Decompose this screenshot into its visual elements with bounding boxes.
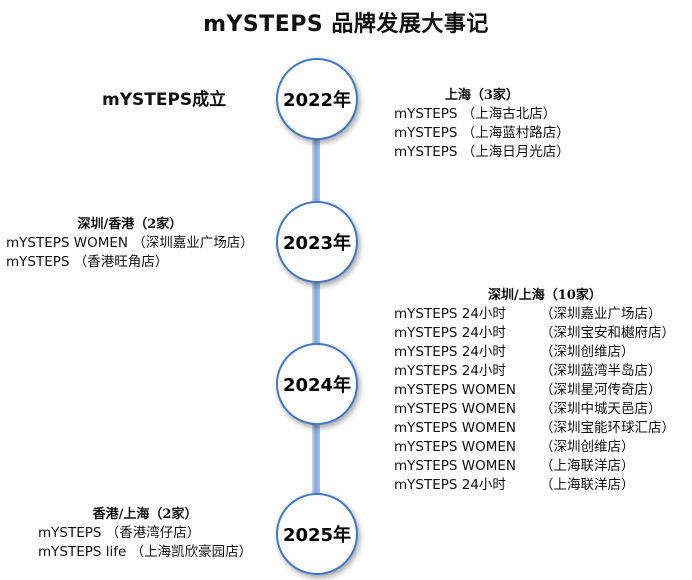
milestone-2023-stores: 深圳/香港（2家） mYSTEPS WOMEN （深圳嘉业广场店） mYSTEP… [6, 215, 254, 272]
store-location: （上海联洋店） [540, 477, 635, 493]
store-item: mYSTEPS WOMEN （深圳创维店） [394, 438, 675, 457]
store-location: （深圳创维店） [540, 439, 635, 455]
milestone-2022-stores: 上海（3家） mYSTEPS （上海古北店） mYSTEPS （上海蓝村路店） … [394, 86, 570, 162]
store-item: mYSTEPS 24小时 （深圳嘉业广场店） [394, 305, 675, 324]
store-item: mYSTEPS 24小时 （深圳创维店） [394, 343, 675, 362]
store-item: mYSTEPS WOMEN （深圳中城天邑店） [394, 400, 675, 419]
store-location: （深圳宝能环球汇店） [540, 420, 675, 436]
store-item: mYSTEPS 24小时 （上海联洋店） [394, 476, 675, 495]
store-brand: mYSTEPS 24小时 [394, 325, 506, 341]
store-item: mYSTEPS WOMEN （上海联洋店） [394, 457, 675, 476]
store-item: mYSTEPS 24小时 （深圳宝安和樾府店） [394, 324, 675, 343]
store-brand: mYSTEPS WOMEN [394, 439, 516, 455]
year-node-2024: 2024年 [276, 343, 358, 425]
store-item: mYSTEPS （香港旺角店） [6, 254, 169, 270]
store-brand: mYSTEPS 24小时 [394, 363, 506, 379]
chart-title: mYSTEPS 品牌发展大事记 [203, 12, 489, 37]
store-item: mYSTEPS WOMEN （深圳嘉业广场店） [6, 235, 254, 251]
store-brand: mYSTEPS WOMEN [394, 382, 516, 398]
store-item: mYSTEPS （香港湾仔店） [38, 525, 201, 541]
timeline-axis [312, 90, 320, 550]
store-item: mYSTEPS （上海蓝村路店） [394, 125, 570, 141]
milestone-2024-stores: 深圳/上海（10家） mYSTEPS 24小时 （深圳嘉业广场店） mYSTEPS… [394, 286, 675, 495]
store-location: （深圳星河传奇店） [540, 382, 662, 398]
store-brand: mYSTEPS 24小时 [394, 477, 506, 493]
store-brand: mYSTEPS WOMEN [394, 420, 516, 436]
store-item: mYSTEPS WOMEN （深圳星河传奇店） [394, 381, 675, 400]
store-brand: mYSTEPS WOMEN [394, 401, 516, 417]
year-node-2023: 2023年 [276, 201, 358, 283]
founded-note: mYSTEPS成立 [102, 90, 227, 110]
store-location: （上海联洋店） [540, 458, 635, 474]
store-brand: mYSTEPS 24小时 [394, 306, 506, 322]
store-location: （深圳中城天邑店） [540, 401, 662, 417]
store-location: （深圳嘉业广场店） [540, 306, 662, 322]
store-location: （深圳蓝湾半岛店） [540, 363, 662, 379]
milestone-2022-heading: 上海（3家） [444, 88, 519, 103]
milestone-2025-heading: 香港/上海（2家） [92, 507, 198, 522]
store-location: （深圳宝安和樾府店） [540, 325, 675, 341]
milestone-2025-stores: 香港/上海（2家） mYSTEPS （香港湾仔店） mYSTEPS life （… [38, 505, 252, 562]
year-node-2025: 2025年 [276, 493, 358, 575]
store-item: mYSTEPS 24小时 （深圳蓝湾半岛店） [394, 362, 675, 381]
store-item: mYSTEPS （上海古北店） [394, 106, 557, 122]
store-item: mYSTEPS WOMEN （深圳宝能环球汇店） [394, 419, 675, 438]
store-brand: mYSTEPS 24小时 [394, 344, 506, 360]
store-item: mYSTEPS life （上海凯欣豪园店） [38, 544, 253, 560]
milestone-2023-heading: 深圳/香港（2家） [77, 217, 183, 232]
store-location: （深圳创维店） [540, 344, 635, 360]
store-brand: mYSTEPS WOMEN [394, 458, 516, 474]
store-item: mYSTEPS （上海日月光店） [394, 144, 570, 160]
milestone-2024-heading: 深圳/上海（10家） [488, 288, 602, 303]
year-node-2022: 2022年 [276, 58, 358, 140]
